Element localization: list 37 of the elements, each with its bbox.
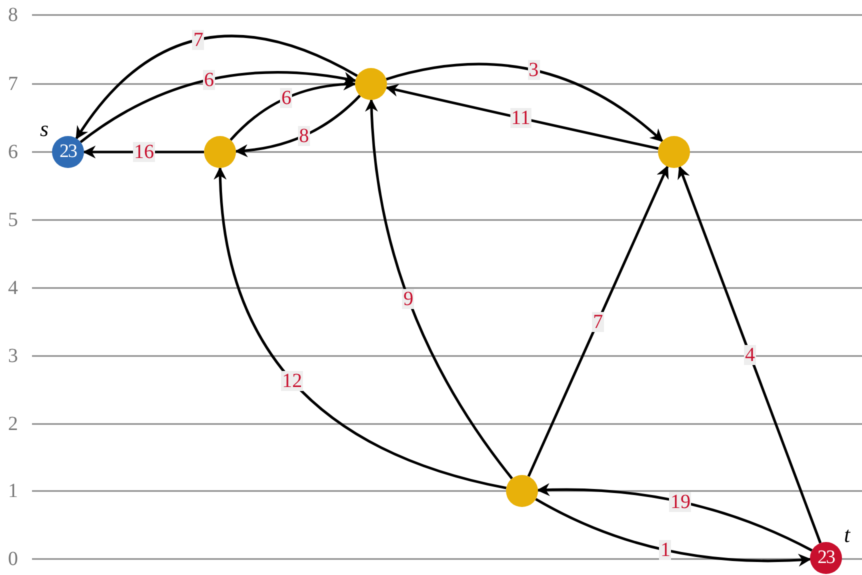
axis-tick-label: 2 <box>8 414 18 434</box>
arrow <box>80 71 357 144</box>
arrow <box>82 146 204 158</box>
edge-label: 9 <box>402 288 414 309</box>
arrow <box>234 94 361 157</box>
arrow <box>536 483 812 552</box>
edge-label: 11 <box>510 108 532 128</box>
edge-label: 1 <box>659 540 672 560</box>
edge-label: 6 <box>202 70 215 90</box>
axis-tick-label: 7 <box>8 74 18 94</box>
axis-tick-label: 0 <box>8 549 18 569</box>
vertex-name: t <box>844 524 850 546</box>
edge-label: 16 <box>133 142 155 162</box>
edge-label: 19 <box>669 492 692 512</box>
axis-tick-label: 6 <box>8 142 18 162</box>
edge-label: 12 <box>281 371 304 391</box>
arrow <box>230 78 356 141</box>
edge-label: 3 <box>528 60 540 80</box>
arrow <box>385 84 659 150</box>
axis-tick-label: 3 <box>8 346 18 366</box>
edge-label: 4 <box>744 345 756 365</box>
edge-label: 7 <box>592 312 604 332</box>
arrow <box>386 62 664 142</box>
edge-label: 6 <box>280 88 292 108</box>
arrow <box>365 98 514 480</box>
edge-label: 8 <box>298 126 310 146</box>
axis-tick-label: 5 <box>8 210 18 230</box>
axis-tick-label: 1 <box>8 481 18 501</box>
arrow <box>75 34 358 140</box>
axis-tick-label: 4 <box>8 278 18 298</box>
arrow <box>535 498 812 566</box>
axis-tick-label: 8 <box>8 5 18 25</box>
arrow <box>678 166 822 544</box>
vertex-name: s <box>40 118 48 140</box>
arrow <box>527 165 669 477</box>
arrow <box>214 166 507 490</box>
edge-label: 7 <box>192 30 204 50</box>
